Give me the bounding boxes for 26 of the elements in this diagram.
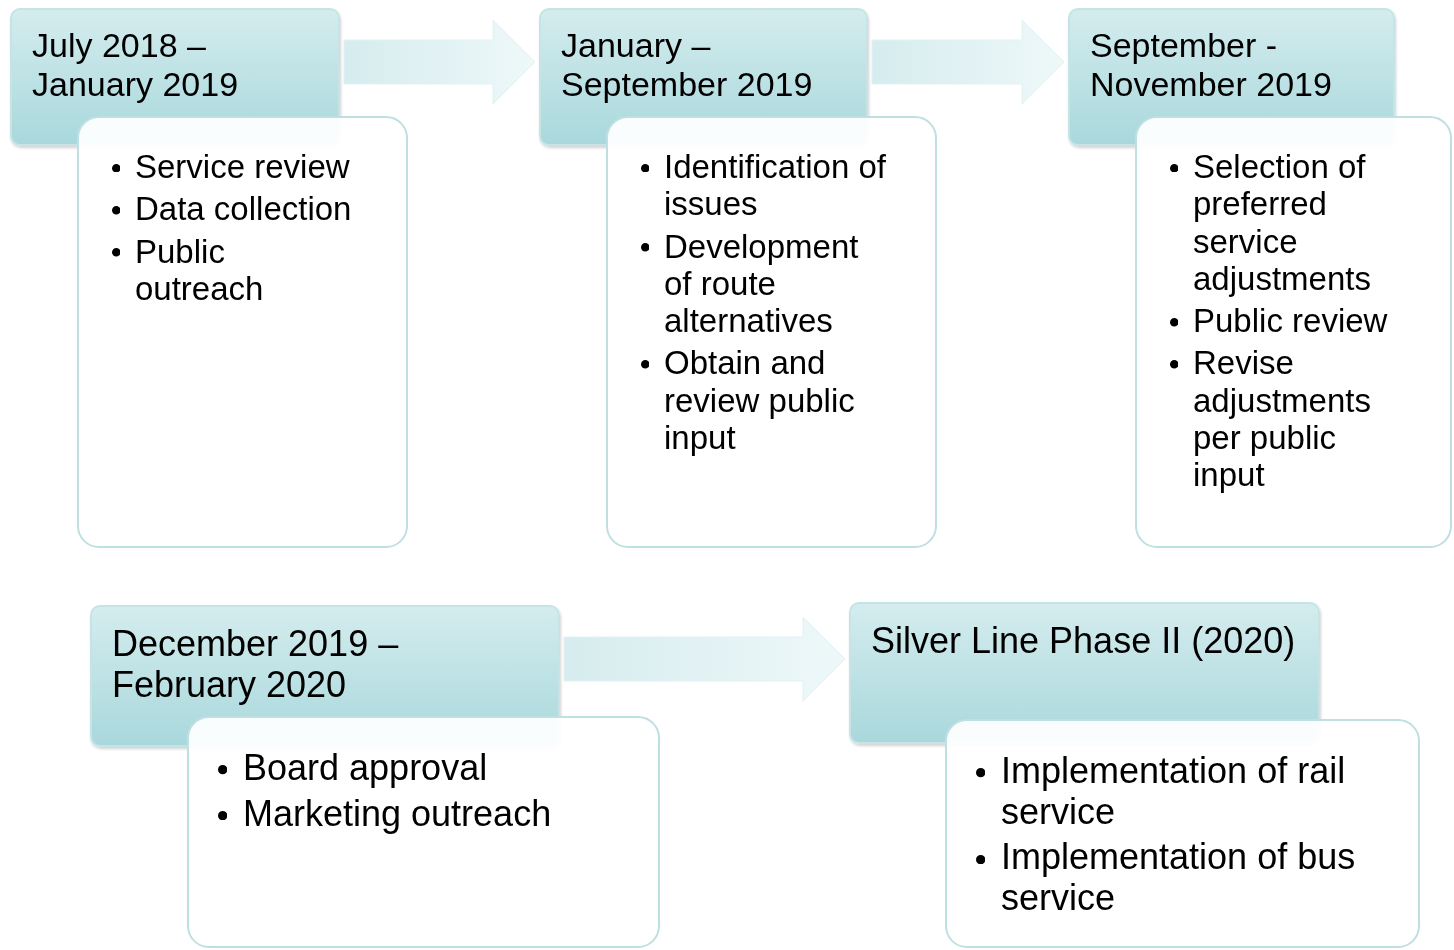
bullet-item: Implementation of rail service: [1001, 750, 1346, 832]
bullet-item: Development of route alternatives: [664, 227, 859, 340]
phase-card: [945, 719, 1420, 948]
bullet-item: Marketing outreach: [243, 792, 552, 834]
phase-card: [1135, 116, 1452, 548]
block-arrow: [563, 616, 846, 702]
bullet-item: Revise adjustments per public input: [1193, 344, 1371, 494]
block-arrow: [343, 19, 536, 105]
bullet-item: Public outreach: [135, 232, 264, 307]
phase-card: [606, 116, 937, 548]
block-arrow: [871, 19, 1065, 105]
date-range-text: January – September 2019: [561, 26, 814, 105]
bullet-item: Service review: [135, 148, 350, 185]
bullet-item: Implementation of bus service: [1001, 836, 1356, 918]
date-range-text: December 2019 – February 2020: [112, 623, 400, 706]
bullet-item: Board approval: [243, 747, 488, 788]
bullet-item: Identification of issues: [664, 148, 886, 223]
date-range-text: Silver Line Phase II (2020): [871, 620, 1297, 662]
bullet-item: Selection of preferred service adjustments: [1193, 148, 1371, 297]
bullet-item: Data collection: [135, 190, 352, 228]
bullet-item: Public review: [1193, 302, 1388, 340]
date-range-text: July 2018 – January 2019: [32, 26, 240, 105]
phase-card: [187, 716, 660, 948]
phase-card: [77, 116, 408, 548]
bullet-item: Obtain and review public input: [664, 344, 855, 456]
date-range-text: September - November 2019: [1090, 26, 1333, 105]
